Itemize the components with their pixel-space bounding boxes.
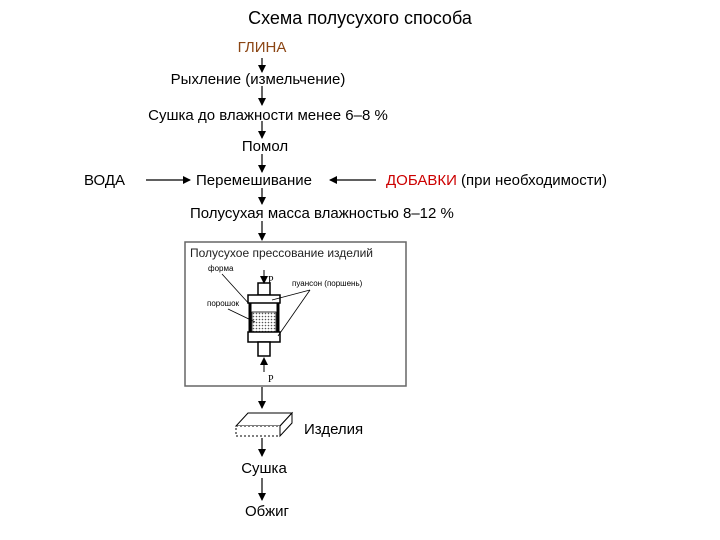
step-drying-2: Сушка (241, 460, 287, 477)
leader-punch-bottom (277, 289, 311, 337)
step-drying-1: Сушка до влажности менее 6–8 % (148, 107, 388, 124)
leader-punch-top (271, 289, 311, 301)
additives-note: (при необходимости) (457, 172, 607, 189)
step-grinding: Помол (242, 138, 288, 155)
diagram-title: Схема полусухого способа (248, 8, 473, 28)
leader-powder (227, 308, 256, 323)
punch-plate-top (247, 294, 281, 304)
product-brick-icon (234, 411, 294, 438)
powder-fill (251, 311, 277, 333)
label-form: форма (208, 264, 234, 273)
press-figure: Полусухое прессование изделий P P форма … (184, 241, 407, 387)
pressure-label-bottom: P (268, 374, 274, 385)
punch-rod-bottom (257, 341, 271, 357)
input-additives: ДОБАВКИ (при необходимости) (386, 172, 607, 189)
input-water: ВОДА (84, 172, 125, 189)
step-firing: Обжиг (245, 503, 290, 520)
pressure-label-top: P (268, 275, 274, 286)
step-mixing: Перемешивание (196, 172, 312, 189)
step-products: Изделия (304, 421, 363, 438)
label-powder: порошок (207, 299, 240, 308)
step-clay: ГЛИНА (238, 39, 287, 56)
label-punch: пуансон (поршень) (292, 279, 363, 288)
punch-plate-bottom (247, 331, 281, 343)
leader-form (221, 273, 252, 307)
step-loosening: Рыхление (измельчение) (171, 71, 346, 88)
press-box-title: Полусухое прессование изделий (190, 246, 373, 260)
additives-label: ДОБАВКИ (386, 172, 457, 189)
step-semidry-mass: Полусухая масса влажностью 8–12 % (190, 205, 454, 222)
press-box-border (184, 241, 407, 387)
